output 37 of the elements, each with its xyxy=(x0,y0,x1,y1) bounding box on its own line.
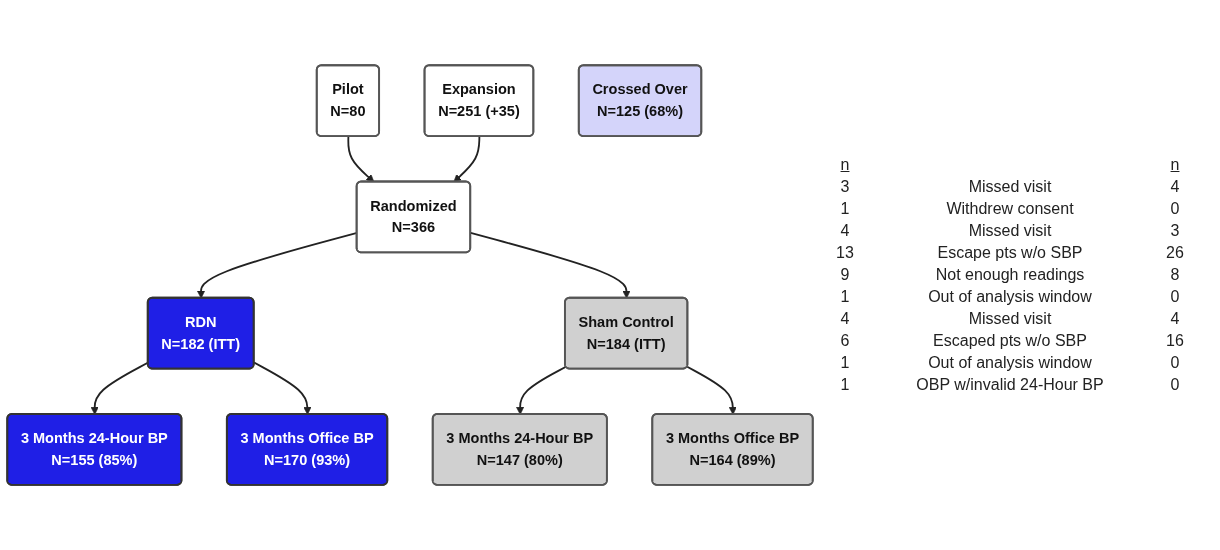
table-text: Out of analysis window xyxy=(927,354,1093,372)
table-text: OBP w/invalid 24-Hour BP xyxy=(915,376,1105,394)
table-text: Missed visit xyxy=(967,178,1053,196)
table-text: 16 xyxy=(1165,332,1185,350)
table-text: 0 xyxy=(1169,376,1181,394)
table-text: Out of analysis window xyxy=(927,288,1093,306)
table-text: Missed visit xyxy=(967,310,1053,328)
table-text: n xyxy=(839,156,851,174)
table-text: 4 xyxy=(839,310,851,328)
table-text: 4 xyxy=(839,222,851,240)
table-text: 13 xyxy=(835,244,855,262)
table-text: 4 xyxy=(1169,310,1181,328)
table-text: Not enough readings xyxy=(934,266,1086,284)
arrow xyxy=(516,365,567,415)
table-text: 1 xyxy=(839,376,851,394)
table-text: Escaped pts w/o SBP xyxy=(932,332,1088,350)
arrow xyxy=(453,135,481,183)
table-text: Escape pts w/o SBP xyxy=(936,244,1084,262)
table-text: 0 xyxy=(1169,288,1181,306)
table-text: 0 xyxy=(1169,200,1181,218)
table-text: 3 xyxy=(839,178,851,196)
table-text: 8 xyxy=(1169,266,1181,284)
table-text: 9 xyxy=(839,266,851,284)
table-text: 1 xyxy=(839,354,851,372)
arrow xyxy=(347,135,375,183)
table-text: n xyxy=(1169,156,1181,174)
table-text: Withdrew consent xyxy=(945,200,1075,218)
table-text: 1 xyxy=(839,288,851,306)
table-text: Missed visit xyxy=(967,222,1053,240)
table-text: 26 xyxy=(1165,244,1185,262)
table-text: 1 xyxy=(839,200,851,218)
table-text: 6 xyxy=(839,332,851,350)
table-text: 0 xyxy=(1169,354,1181,372)
arrow xyxy=(253,361,312,415)
arrow xyxy=(686,365,737,415)
table-text: 4 xyxy=(1169,178,1181,196)
table-text: 3 xyxy=(1169,222,1181,240)
